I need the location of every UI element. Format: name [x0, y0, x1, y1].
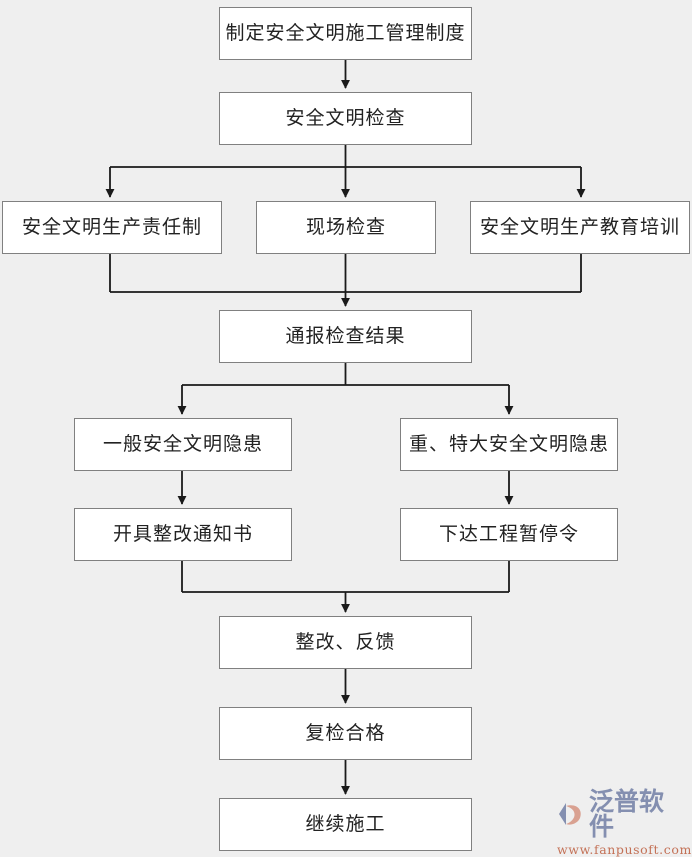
node-label: 安全文明检查 — [285, 107, 406, 129]
watermark-brand-row: 泛普软件 — [556, 789, 688, 839]
node-establish-management-system[interactable]: 制定安全文明施工管理制度 — [219, 7, 472, 60]
node-label: 现场检查 — [305, 216, 386, 238]
node-label: 下达工程暂停令 — [438, 523, 579, 545]
node-production-responsibility-system[interactable]: 安全文明生产责任制 — [2, 201, 222, 254]
node-report-inspection-results[interactable]: 通报检查结果 — [219, 310, 472, 363]
watermark-brand: 泛普软件 — [589, 787, 665, 841]
watermark-url: www.fanpusoft.com — [557, 842, 692, 857]
node-label: 开具整改通知书 — [112, 523, 253, 545]
node-label: 复检合格 — [305, 722, 386, 744]
node-label: 安全文明生产教育培训 — [479, 216, 680, 238]
node-safety-civilization-inspection[interactable]: 安全文明检查 — [219, 92, 472, 145]
node-label: 一般安全文明隐患 — [102, 433, 263, 455]
node-production-education-training[interactable]: 安全文明生产教育培训 — [470, 201, 690, 254]
node-label: 安全文明生产责任制 — [21, 216, 202, 238]
node-major-hazard[interactable]: 重、特大安全文明隐患 — [400, 418, 618, 471]
node-general-hazard[interactable]: 一般安全文明隐患 — [74, 418, 292, 471]
node-issue-rectification-notice[interactable]: 开具整改通知书 — [74, 508, 292, 561]
fanpu-logo-icon — [556, 799, 586, 829]
node-label: 整改、反馈 — [295, 631, 396, 653]
node-reinspection-passed[interactable]: 复检合格 — [219, 707, 472, 760]
node-label: 继续施工 — [305, 813, 386, 835]
watermark: 泛普软件 www.fanpusoft.com — [556, 789, 691, 857]
node-continue-construction[interactable]: 继续施工 — [219, 798, 472, 851]
node-label: 重、特大安全文明隐患 — [408, 433, 609, 455]
node-issue-suspension-order[interactable]: 下达工程暂停令 — [400, 508, 618, 561]
node-site-inspection[interactable]: 现场检查 — [256, 201, 436, 254]
node-rectify-and-feedback[interactable]: 整改、反馈 — [219, 616, 472, 669]
node-label: 制定安全文明施工管理制度 — [225, 22, 466, 44]
node-label: 通报检查结果 — [285, 325, 406, 347]
